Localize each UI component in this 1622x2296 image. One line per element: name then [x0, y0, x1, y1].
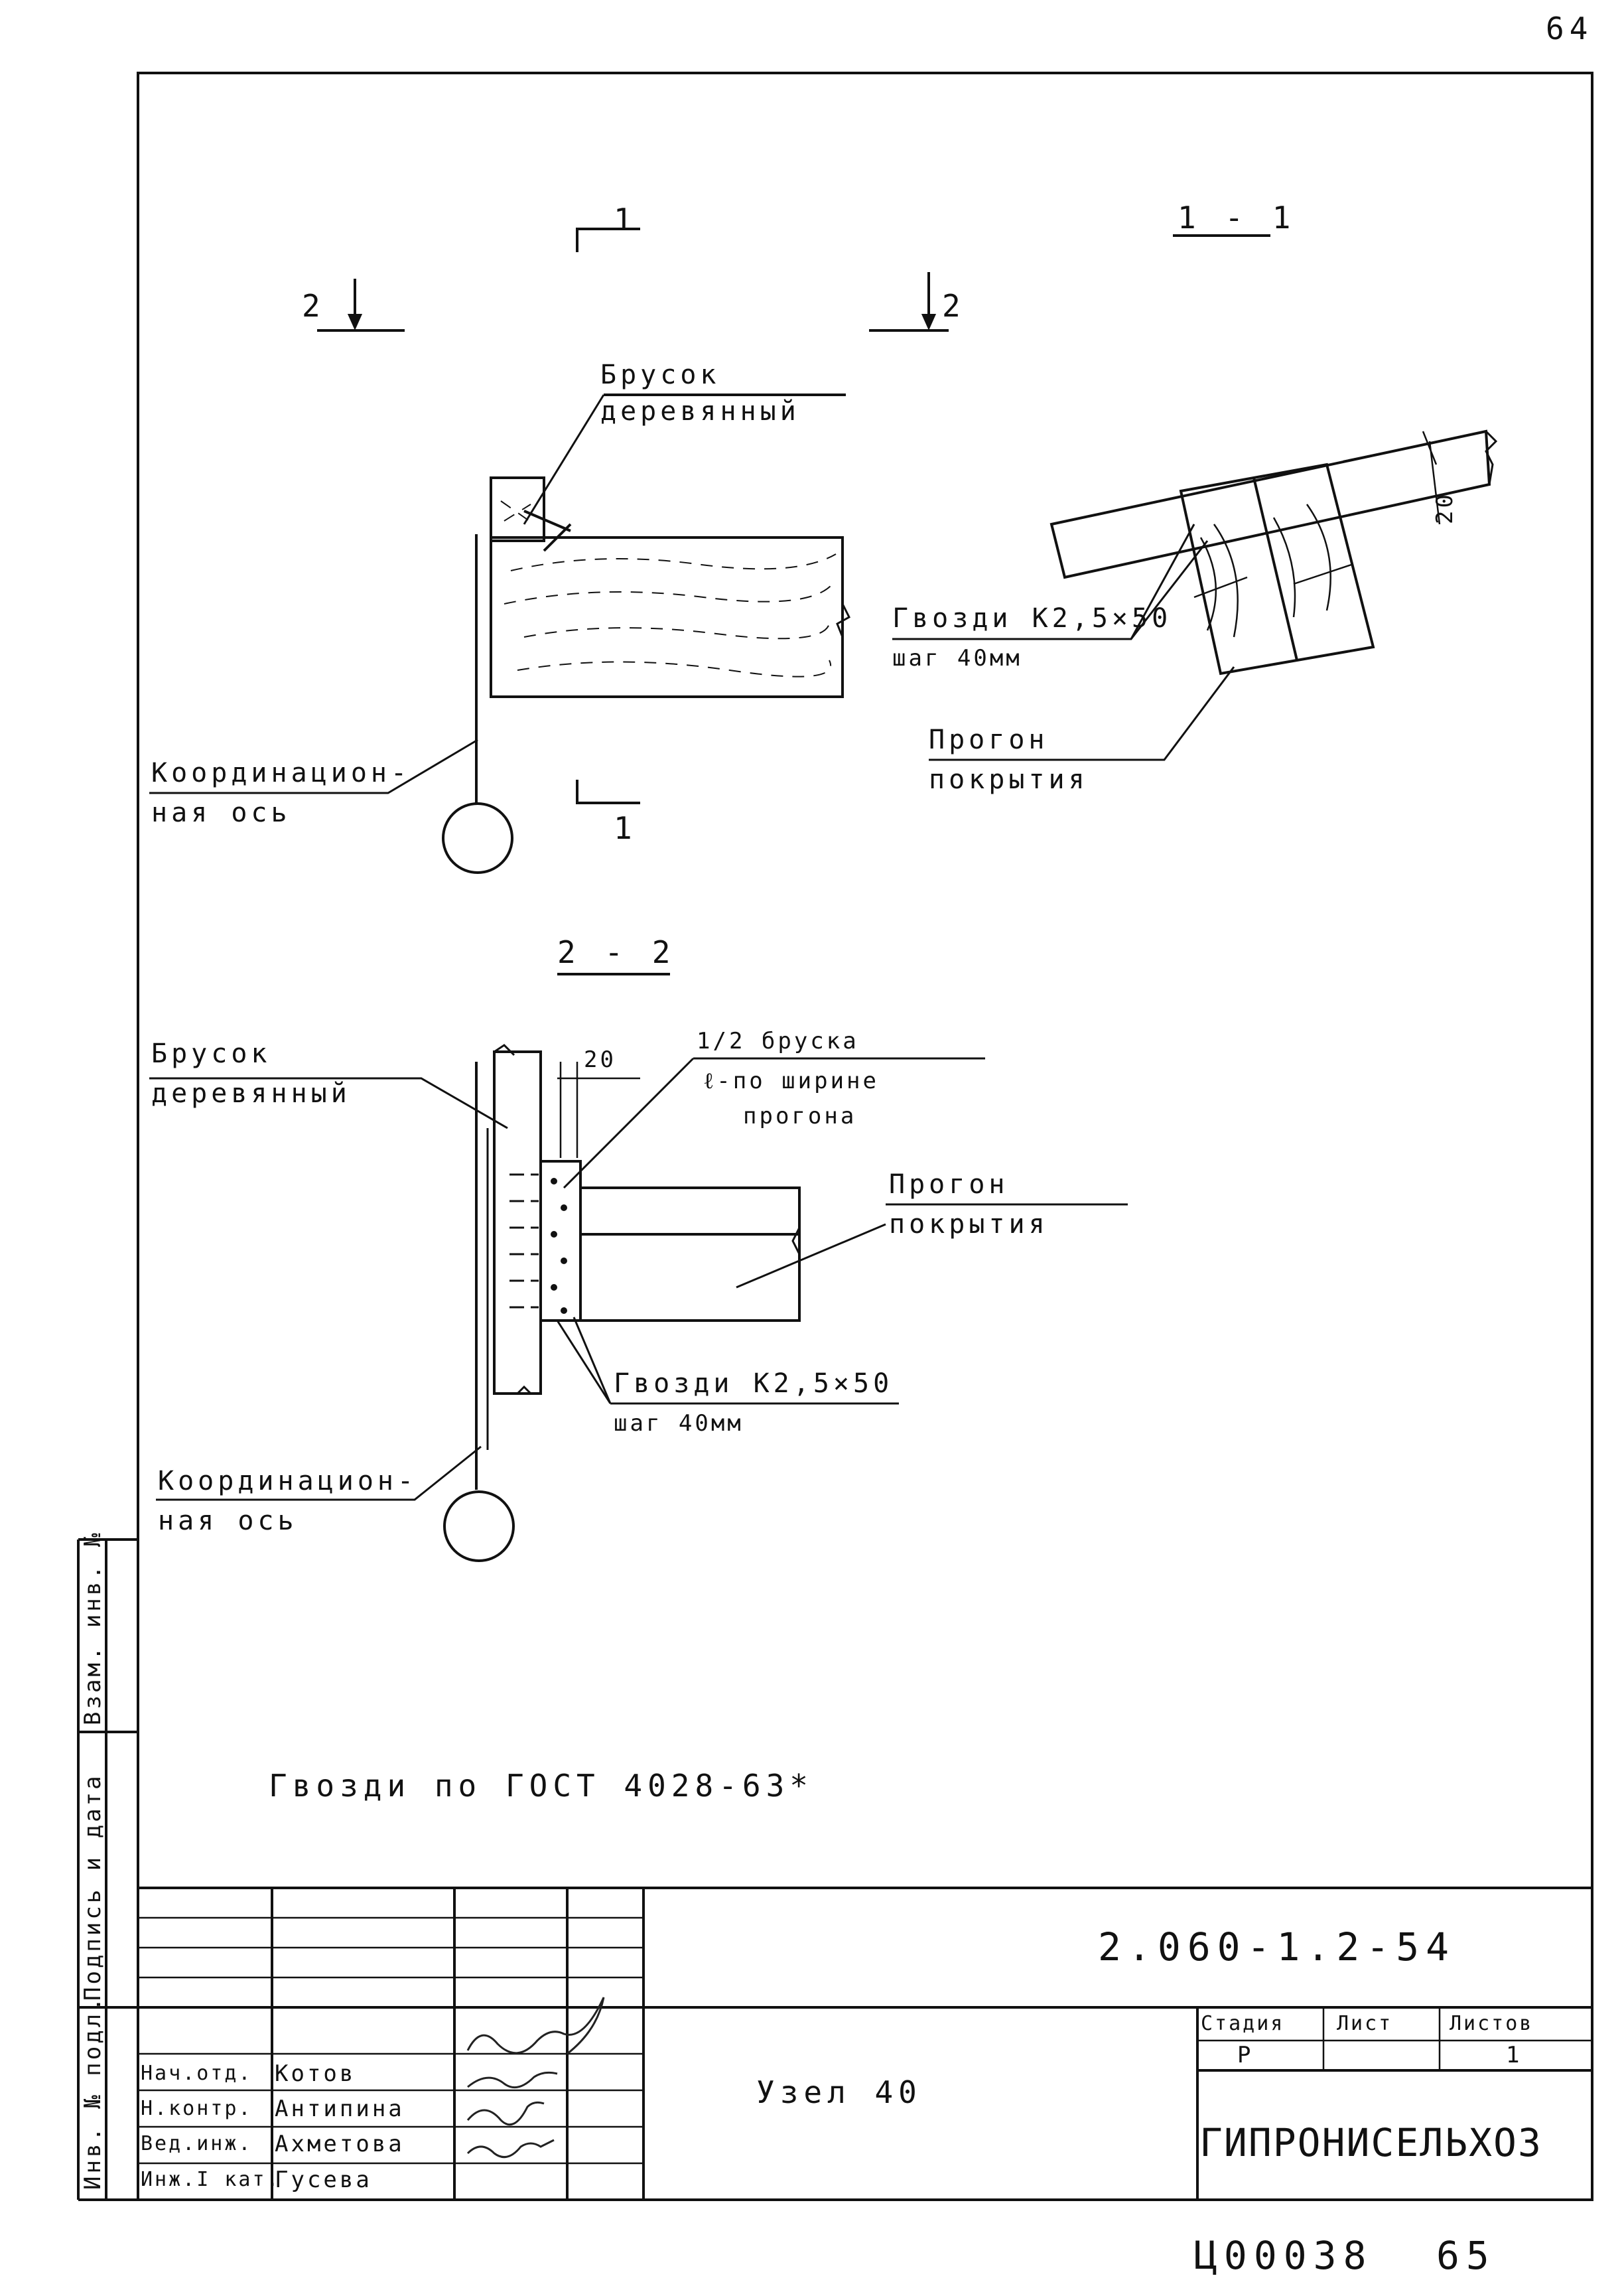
- side-stamp-frame: [77, 1538, 138, 2201]
- plan-block-label-2: деревянный: [600, 396, 800, 427]
- organization: ГИПРОНИСЕЛЬХОЗ: [1199, 2120, 1542, 2165]
- plan-axis-label-1: Координацион-: [151, 758, 411, 788]
- staff-name-2: Ахметова: [275, 2131, 405, 2157]
- s11-purlin-1: Прогон: [929, 725, 1049, 755]
- node-title: Узел 40: [756, 2074, 922, 2110]
- s22-axis-label-1: Координацион-: [158, 1466, 418, 1496]
- s11-dimension: 20: [1432, 492, 1458, 524]
- section-mark-1-bottom: [576, 780, 640, 804]
- side-stamp-signature-date: Подпись и дата: [80, 1773, 106, 2001]
- side-stamp-vzam-inv: Взам. инв. №: [80, 1530, 106, 1725]
- section-2-2-view: [149, 973, 1128, 1562]
- plan-view: [149, 228, 949, 874]
- s11-nails-2: шаг 40мм: [892, 645, 1022, 672]
- purlin-plan: [490, 536, 844, 698]
- header-sheet: Лист: [1337, 2012, 1393, 2035]
- staff-name-3: Гусева: [275, 2167, 372, 2193]
- s22-nails-1: Гвозди К2,5×50: [614, 1368, 894, 1399]
- header-sheets: Листов: [1450, 2012, 1534, 2035]
- section-mark-2-right-label: 2: [942, 288, 966, 324]
- s22-axis-label-2: ная ось: [158, 1506, 298, 1536]
- s22-purlin-1: Прогон: [889, 1169, 1009, 1200]
- staff-name-0: Котов: [275, 2060, 356, 2087]
- side-stamp-inv-podl: Инв. № подл.: [80, 1995, 106, 2190]
- block-1-1: [1049, 429, 1491, 579]
- gost-note: Гвозди по ГОСТ 4028-63*: [269, 1768, 813, 1804]
- value-sheets: 1: [1506, 2042, 1522, 2068]
- plan-block-label-1: Брусок: [600, 360, 720, 390]
- staff-name-1: Антипина: [275, 2096, 405, 2122]
- title-block-frame: [138, 1887, 1592, 2200]
- page-number-top: 64: [1546, 11, 1593, 46]
- staff-role-1: Н.контр.: [141, 2097, 253, 2120]
- section-1-1-title: 1 - 1: [1178, 200, 1296, 236]
- s22-half-block-3: прогона: [743, 1103, 857, 1129]
- signatures: [466, 1997, 605, 2159]
- axis-bubble-plan: [442, 802, 513, 874]
- s22-nails-2: шаг 40мм: [614, 1410, 744, 1437]
- section-mark-1-label: 1: [614, 202, 638, 238]
- block-2-2: [493, 1050, 542, 1395]
- s22-half-block-2: ℓ-по ширине: [703, 1068, 879, 1094]
- purlin-1-1: [1179, 463, 1375, 676]
- section-mark-2-left-label: 2: [302, 288, 326, 324]
- s22-dimension: 20: [584, 1046, 616, 1073]
- section-mark-1b-label: 1: [614, 810, 638, 846]
- sheet-frame: [137, 72, 1593, 2201]
- staff-role-3: Инж.I кат.: [141, 2168, 281, 2191]
- staff-role-2: Вед.инж.: [141, 2132, 253, 2155]
- s22-half-block-1: 1/2 бруска: [697, 1028, 859, 1054]
- archive-code: Ц00038: [1194, 2233, 1373, 2278]
- section-mark-1-top: [576, 228, 640, 252]
- section-1-1-view: [892, 234, 1498, 761]
- s11-nails-1: Гвозди К2,5×50: [892, 603, 1172, 634]
- half-block-2-2: [539, 1160, 582, 1322]
- wooden-block-plan: [490, 476, 545, 542]
- value-stage: Р: [1237, 2042, 1254, 2068]
- header-stage: Стадия: [1201, 2012, 1285, 2035]
- purlin-2-2: [579, 1186, 801, 1322]
- s22-block-label-1: Брусок: [151, 1039, 271, 1069]
- axis-bubble-2-2: [443, 1490, 515, 1562]
- page-number-bottom: 65: [1436, 2233, 1496, 2278]
- s22-purlin-2: покрытия: [889, 1209, 1049, 1240]
- plan-axis-label-2: ная ось: [151, 798, 291, 828]
- s22-block-label-2: деревянный: [151, 1078, 351, 1109]
- staff-role-0: Нач.отд.: [141, 2062, 253, 2085]
- s11-purlin-2: покрытия: [929, 764, 1089, 795]
- section-2-2-title: 2 - 2: [557, 934, 676, 970]
- doc-code: 2.060-1.2-54: [1098, 1924, 1456, 1970]
